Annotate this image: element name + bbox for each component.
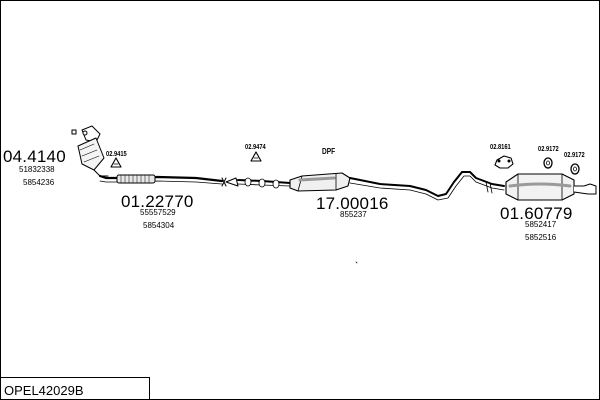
fitting-label: 02.9415 <box>106 151 127 158</box>
catalytic-converter-icon <box>71 125 109 177</box>
fitting-label: 02.9172 <box>538 146 559 153</box>
part-reference: 5854304 <box>143 221 175 230</box>
fitting-label: 02.9172 <box>564 152 585 159</box>
part-reference: 5854236 <box>23 178 55 187</box>
fitting-label: 02.9474 <box>245 144 266 151</box>
rubber-ring-icon <box>543 157 553 169</box>
part-reference: 855237 <box>340 210 367 219</box>
fitting-label: 02.8161 <box>490 144 511 151</box>
part-reference: 5852516 <box>525 233 557 242</box>
gasket-icon <box>110 157 122 168</box>
rear-silencer-icon <box>505 173 597 201</box>
part-number: 04.4140 <box>3 147 66 166</box>
title-box: OPEL42029B <box>0 377 150 399</box>
intermediate-pipe-icon <box>225 177 291 189</box>
rubber-hanger-icon <box>494 155 514 169</box>
part-reference: 55557529 <box>140 208 176 217</box>
part-number: 01.22770 <box>121 192 194 211</box>
particulate-filter-icon <box>289 172 351 192</box>
dpf-label: DPF <box>322 147 336 156</box>
rear-pipe-icon <box>349 171 505 201</box>
part-reference: 5852417 <box>525 220 557 229</box>
rubber-ring-icon <box>570 163 580 175</box>
part-reference: 51832338 <box>19 165 55 174</box>
gasket-icon <box>250 151 262 162</box>
part-number: 17.00016 <box>316 194 389 213</box>
front-pipe-icon <box>98 174 227 187</box>
drawing-title: OPEL42029B <box>4 383 84 398</box>
part-number: 01.60779 <box>500 204 573 223</box>
